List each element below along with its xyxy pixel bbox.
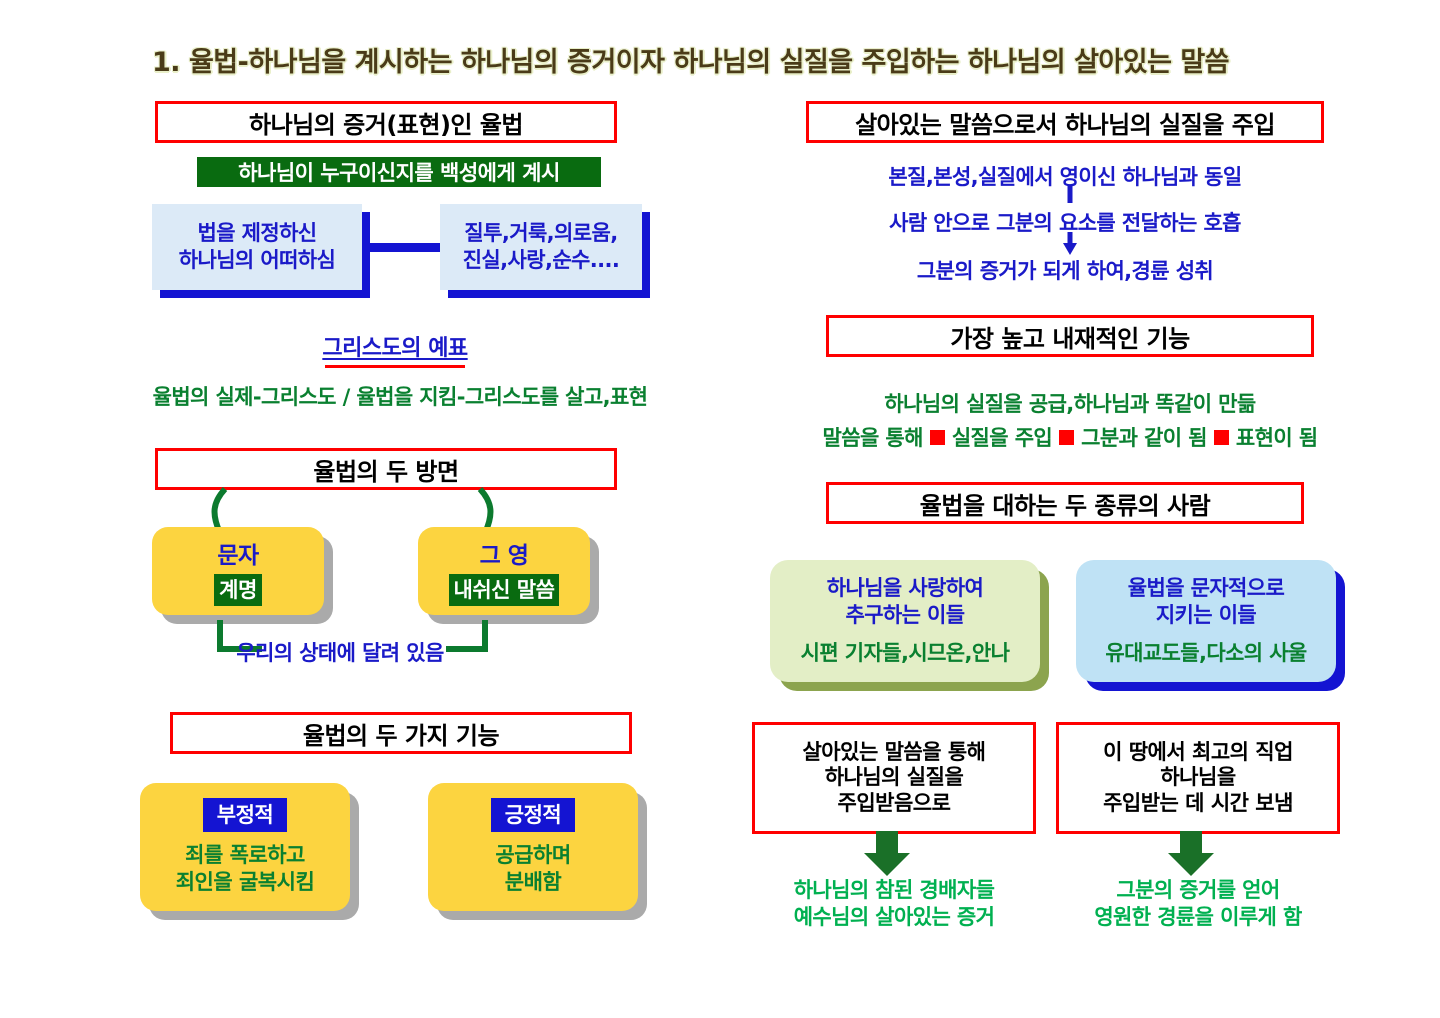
flow-line-3: 그분의 증거가 되게 하여,경륜 성취 [916,259,1214,283]
page-title: 1. 율법-하나님을 계시하는 하나님의 증거이자 하나님의 실질을 주입하는 … [152,47,1230,78]
typology-red-rule [325,365,465,368]
aspect-note: 우리의 상태에 달려 있음 [236,641,444,665]
result-right-outcome: 그분의 증거를 얻어 영원한 경륜을 이루게 함 [1056,877,1340,932]
highest-function-header-box: 가장 높고 내재적인 기능 [826,315,1314,357]
chain-separator-square-icon [929,429,945,445]
attributes-line1: 질투,거룩,의로움, [464,220,618,245]
people-letterkeepers-examples: 유대교도들,다소의 사울 [1105,640,1307,665]
result-left-outcome-line2: 예수님의 살아있는 증거 [793,905,995,930]
function-positive-badge: 긍정적 [490,798,576,833]
chain-item-1: 실질을 주입 [951,426,1053,450]
result-right-line2: 하나님을 [1160,765,1236,790]
blue-horizontal-connector [362,243,448,252]
function-positive-box: 긍정적 공급하며 분배함 [428,783,638,911]
left-green-banner: 하나님이 누구이신지를 백성에게 계시 [197,157,601,187]
left-green-banner-label: 하나님이 누구이신지를 백성에게 계시 [238,161,560,185]
function-positive-line1: 공급하며 [495,843,571,868]
flow-arrow-down-icon [1063,232,1077,255]
left-header-label: 하나님의 증거(표현)인 율법 [248,110,524,139]
two-functions-header-label: 율법의 두 가지 기능 [302,721,500,750]
two-people-header-box: 율법을 대하는 두 종류의 사람 [826,482,1304,524]
law-giver-line2: 하나님의 어떠하심 [178,248,336,272]
highest-function-chain: 말씀을 통해 실질을 주입 그분과 같이 됨 표현이 됨 [760,422,1380,452]
highest-function-line1: 하나님의 실질을 공급,하나님과 똑같이 만듦 [884,392,1256,416]
right-header-box: 살아있는 말씀으로서 하나님의 실질을 주입 [806,101,1324,143]
result-left-arrow-down-icon [864,831,910,876]
function-positive-line2: 분배함 [504,870,562,894]
function-negative-body: 죄를 폭로하고 죄인을 굴복시킴 [176,842,315,896]
people-letterkeepers-box: 율법을 문자적으로 지키는 이들 유대교도들,다소의 사울 [1076,560,1336,682]
result-right-line1: 이 땅에서 최고의 직업 [1103,739,1293,764]
result-right-arrow-down-icon [1168,831,1214,876]
function-negative-line1: 죄를 폭로하고 [185,843,305,868]
typology-body: 율법의 실제-그리스도 / 율법을 지킴-그리스도를 살고,표현 [152,385,648,409]
people-lovers-box: 하나님을 사랑하여 추구하는 이들 시편 기자들,시므온,안나 [770,560,1040,682]
aspect-bracket [217,620,488,652]
result-left-line1: 살아있는 말씀을 통해 [802,739,986,764]
right-header-label: 살아있는 말씀으로서 하나님의 실질을 주입 [855,110,1275,139]
aspect-letter-title: 문자 [217,543,259,569]
attributes-line2: 진실,사랑,순수.... [462,248,620,272]
chain-item-3: 표현이 됨 [1235,426,1318,450]
chain-item-0: 말씀을 통해 [822,426,924,450]
result-right-outcome-line2: 영원한 경륜을 이루게 함 [1094,905,1302,930]
people-lovers-line1: 하나님을 사랑하여 [826,576,984,601]
aspect-spirit-title: 그 영 [479,543,529,569]
function-positive-body: 공급하며 분배함 [495,842,571,896]
result-right-line3: 주입받는 데 시간 보냄 [1103,790,1293,815]
people-lovers-line2: 추구하는 이들 [845,602,965,627]
result-left-outcome-line1: 하나님의 참된 경배자들 [793,878,995,902]
function-negative-box: 부정적 죄를 폭로하고 죄인을 굴복시킴 [140,783,350,911]
people-lovers-title: 하나님을 사랑하여 추구하는 이들 [826,575,984,628]
result-left-outcome: 하나님의 참된 경배자들 예수님의 살아있는 증거 [752,877,1036,932]
result-left-line3: 주입받음으로 [837,790,951,815]
result-left-box: 살아있는 말씀을 통해 하나님의 실질을 주입받음으로 [752,722,1036,834]
typology-heading: 그리스도의 예표 [322,336,468,361]
result-left-line2: 하나님의 실질을 [824,765,964,790]
law-giver-line1: 법을 제정하신 [197,220,317,245]
left-header-box: 하나님의 증거(표현)인 율법 [155,101,617,143]
result-right-outcome-line1: 그분의 증거를 얻어 [1116,878,1280,902]
aspect-letter-tag: 계명 [214,574,262,606]
people-letterkeepers-line1: 율법을 문자적으로 [1127,576,1285,601]
result-right-box: 이 땅에서 최고의 직업 하나님을 주입받는 데 시간 보냄 [1056,722,1340,834]
people-lovers-examples: 시편 기자들,시므온,안나 [800,640,1010,665]
typology-block: 그리스도의 예표 [155,330,635,368]
two-aspects-header-label: 율법의 두 방면 [313,457,459,486]
aspect-spirit-tag: 내쉬신 말씀 [448,574,560,606]
flow-line-1: 본질,본성,실질에서 영이신 하나님과 동일 [888,165,1242,189]
two-aspects-header-box: 율법의 두 방면 [155,448,617,490]
flow-line-2: 사람 안으로 그분의 요소를 전달하는 호흡 [889,211,1241,235]
law-giver-box: 법을 제정하신 하나님의 어떠하심 [152,204,362,290]
function-negative-badge: 부정적 [202,798,288,833]
function-negative-line2: 죄인을 굴복시킴 [175,870,315,894]
chain-separator-square-icon [1059,429,1075,445]
highest-function-header-label: 가장 높고 내재적인 기능 [950,324,1190,353]
chain-separator-square-icon [1213,429,1229,445]
attributes-box: 질투,거룩,의로움, 진실,사랑,순수.... [440,204,642,290]
people-letterkeepers-line2: 지키는 이들 [1155,602,1257,627]
chain-item-2: 그분과 같이 됨 [1081,426,1207,450]
aspect-letter-box: 문자 계명 [152,527,324,615]
people-letterkeepers-title: 율법을 문자적으로 지키는 이들 [1127,575,1285,628]
aspect-spirit-box: 그 영 내쉬신 말씀 [418,527,590,615]
two-functions-header-box: 율법의 두 가지 기능 [170,712,632,754]
flow-tick-1-icon [1067,185,1073,203]
two-people-header-label: 율법을 대하는 두 종류의 사람 [919,491,1211,520]
